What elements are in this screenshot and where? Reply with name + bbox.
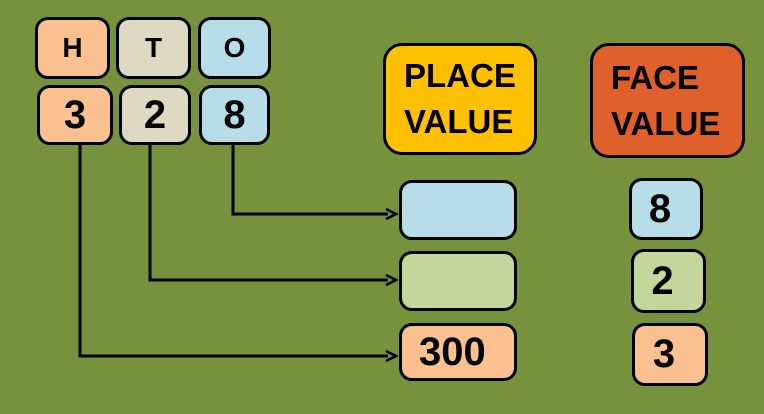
arrow-ones-to-place — [231, 145, 388, 214]
place-value-answer-tens — [399, 251, 517, 311]
face-value-answer-ones: 8 — [629, 178, 703, 240]
face-value-title: FACE VALUE — [590, 43, 745, 158]
column-header-hundreds: H — [35, 17, 110, 79]
digit-box-tens: 2 — [119, 85, 191, 145]
place-value-title-line1: PLACE — [404, 57, 516, 95]
arrow-tens-to-place — [148, 145, 388, 280]
face-value-title-line1: FACE — [611, 58, 700, 96]
place-value-title-line2: VALUE — [404, 103, 514, 140]
place-value-answer-ones — [399, 180, 517, 240]
arrow-hundreds-to-place — [78, 145, 388, 356]
face-value-title-line2: VALUE — [611, 104, 721, 142]
column-header-tens: T — [116, 17, 191, 79]
column-header-ones: O — [198, 17, 271, 79]
place-value-title: PLACE VALUE — [383, 43, 537, 155]
face-value-answer-hundreds: 3 — [632, 323, 708, 386]
digit-box-ones: 8 — [199, 85, 270, 145]
place-value-answer-hundreds: 300 — [399, 323, 517, 381]
face-value-answer-tens: 2 — [631, 249, 706, 313]
digit-box-hundreds: 3 — [37, 85, 113, 145]
